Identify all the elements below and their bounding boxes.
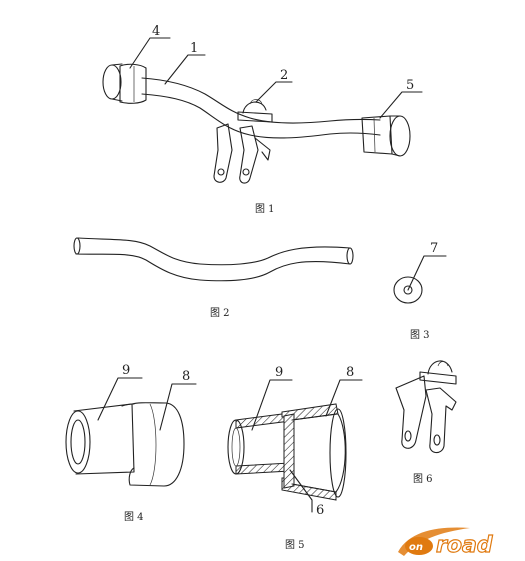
fig4-outer-bushing	[128, 402, 185, 487]
fig6-clamp-dome	[427, 360, 453, 375]
fig1-label-2: 2	[280, 68, 288, 83]
figure-4: 9 8 图 4	[65, 363, 197, 523]
fig5-label-9: 9	[275, 365, 283, 380]
figure-1: 4 1 2 5 图 1	[102, 24, 423, 215]
fig5-label-8: 8	[346, 365, 354, 380]
fig1-leader-2	[255, 81, 293, 103]
fig5-label-6: 6	[316, 503, 324, 518]
fig6-caption: 图 6	[413, 473, 433, 485]
fig1-bar-bottom-edge	[141, 93, 381, 139]
fig3-label-7: 7	[430, 241, 438, 256]
fig1-label-4: 4	[152, 24, 160, 39]
fig2-left-end	[73, 237, 81, 255]
onroad-badge	[405, 537, 433, 555]
fig1-left-bushing	[102, 63, 147, 104]
fig1-clamp	[237, 99, 273, 123]
fig5-leader-6	[289, 469, 313, 513]
fig5-sleeve-bottom-wall	[235, 462, 291, 475]
fig4-sleeve-face	[65, 410, 91, 474]
fig3-leader-7	[407, 255, 447, 291]
fig3-washer-hole	[403, 285, 413, 295]
figure-3: 7 图 3	[393, 241, 447, 341]
fig1-caption: 图 1	[255, 203, 275, 215]
fig5-bushing-far-face	[329, 408, 347, 498]
fig4-leader-9	[97, 377, 143, 421]
fig5-caption: 图 5	[285, 539, 305, 551]
figure-2: 图 2	[73, 237, 354, 319]
fig1-brackets	[213, 123, 271, 184]
fig4-label-9: 9	[122, 363, 130, 378]
fig5-sleeve-face	[227, 419, 245, 475]
fig5-shim-6	[283, 413, 295, 489]
watermark-road: road	[436, 533, 493, 558]
fig1-label-5: 5	[406, 78, 414, 93]
figure-5: 9 8 6 图 5	[227, 365, 363, 551]
fig5-leader-8	[325, 379, 363, 417]
fig2-bar-bottom-edge	[75, 253, 351, 282]
figure-6: 图 6	[395, 360, 457, 485]
fig4-label-8: 8	[182, 369, 190, 384]
fig1-bar-top-edge	[141, 77, 381, 124]
fig2-caption: 图 2	[210, 307, 230, 319]
fig6-bracket-left	[395, 375, 427, 449]
watermark-on: on	[409, 542, 423, 553]
fig1-leader-5	[379, 91, 423, 119]
fig1-right-bushing	[361, 115, 411, 157]
fig4-leader-8	[159, 383, 197, 431]
fig6-bracket-right	[425, 387, 457, 454]
fig3-washer-outer	[393, 276, 423, 304]
fig2-right-end	[346, 247, 354, 265]
fig4-sleeve-bore	[70, 419, 86, 465]
fig2-bar-top-edge	[77, 237, 351, 266]
fig1-leader-4	[129, 37, 171, 69]
fig5-leader-9	[251, 379, 293, 431]
fig1-label-1: 1	[190, 41, 198, 56]
onroad-watermark: on road	[398, 527, 493, 559]
fig4-caption: 图 4	[124, 511, 144, 523]
fig3-caption: 图 3	[410, 329, 430, 341]
fig1-leader-1	[164, 54, 206, 85]
